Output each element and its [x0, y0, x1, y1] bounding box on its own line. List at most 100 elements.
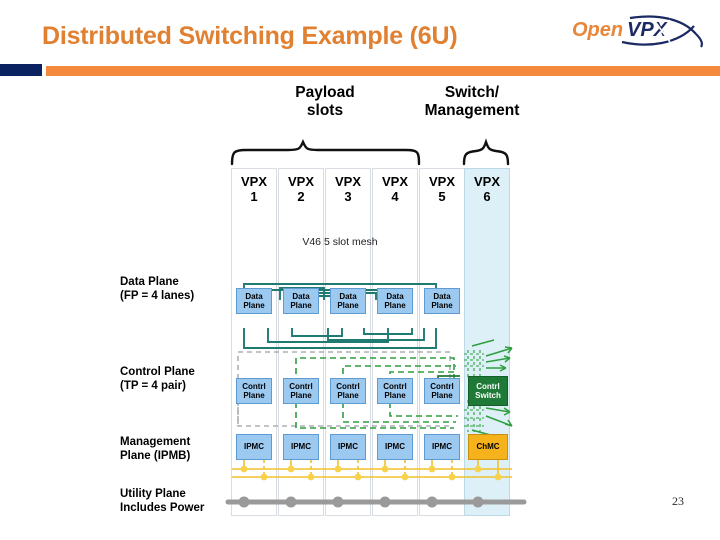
slot-label-vpx-3-line1: VPX	[334, 174, 361, 189]
mesh-link-1-5-low	[243, 328, 437, 349]
slot-label-vpx-3-line2: 3	[344, 189, 352, 204]
chmc-box-slot-6[interactable]: ChMC	[468, 434, 508, 460]
data-plane-box-slot-3[interactable]: Data Plane	[330, 288, 366, 314]
group-caption-switch-line2: Management	[424, 102, 520, 119]
ipmb-bus-links	[232, 460, 512, 481]
group-caption-payload: Payload slots	[262, 84, 388, 120]
brace-payload-icon	[230, 138, 421, 166]
data-plane-box-slot-5[interactable]: Data Plane	[424, 288, 460, 314]
control-switch-box-slot-6[interactable]: Contrl Switch	[468, 376, 508, 406]
mesh-link-4-5	[363, 328, 413, 335]
ctrl-link-slot2	[295, 357, 455, 394]
ctrl-link-slot4-lower	[389, 402, 458, 417]
data-plane-box-slot-3-line1: Data	[339, 291, 357, 301]
group-caption-payload-line2: slots	[306, 102, 344, 119]
data-plane-box-slot-5-line2: Plane	[431, 301, 453, 310]
control-plane-box-slot-2[interactable]: Contrl Plane	[283, 378, 319, 404]
data-plane-box-slot-4[interactable]: Data Plane	[377, 288, 413, 314]
row-label-data-plane-line1: Data Plane	[120, 276, 179, 288]
mesh-link-2-5	[267, 328, 389, 343]
data-plane-box-slot-5-line1: Data	[433, 291, 451, 301]
row-label-control-plane-line1: Control Plane	[120, 366, 195, 378]
slot-label-vpx-4-line1: VPX	[381, 174, 408, 189]
ipmc-box-slot-3[interactable]: IPMC	[330, 434, 366, 460]
ctrl-link-slot3	[342, 365, 456, 394]
slot-label-vpx-6: VPX 6	[464, 174, 510, 204]
control-plane-box-slot-4-line1: Contrl	[383, 381, 407, 391]
ipmc-box-slot-3-label: IPMC	[338, 442, 358, 452]
slot-label-vpx-4-line2: 4	[391, 189, 399, 204]
ipmc-box-slot-4-label: IPMC	[385, 442, 405, 452]
data-plane-box-slot-1-line2: Plane	[243, 301, 265, 310]
row-label-utility-plane-line1: Utility Plane	[120, 488, 186, 500]
control-plane-box-slot-4-line2: Plane	[384, 391, 406, 400]
slot-label-vpx-4: VPX 4	[372, 174, 418, 204]
openvpx-logo: Open VPX	[570, 12, 708, 52]
mesh-link-3-4	[291, 328, 343, 337]
row-label-data-plane: Data Plane (FP = 4 lanes)	[120, 276, 238, 303]
ipmc-box-slot-1-label: IPMC	[244, 442, 264, 452]
brace-switch-icon	[462, 138, 510, 166]
data-plane-box-slot-4-line2: Plane	[384, 301, 406, 310]
logo-x-highlight-icon	[653, 19, 671, 43]
row-label-management-plane-line1: Management	[120, 436, 191, 448]
slot-label-vpx-5-line2: 5	[438, 189, 446, 204]
utility-plane-bus	[225, 496, 527, 508]
slot-label-vpx-2-line1: VPX	[287, 174, 314, 189]
row-label-management-plane: Management Plane (IPMB)	[120, 436, 238, 463]
slot-label-vpx-2: VPX 2	[278, 174, 324, 204]
slot-label-vpx-1-line1: VPX	[240, 174, 267, 189]
control-switch-box-line1: Contrl	[476, 381, 500, 391]
data-plane-box-slot-1[interactable]: Data Plane	[236, 288, 272, 314]
page-title: Distributed Switching Example (6U)	[42, 22, 458, 50]
slot-label-vpx-1-line2: 1	[250, 189, 258, 204]
ipmc-box-slot-5-label: IPMC	[432, 442, 452, 452]
data-plane-box-slot-1-line1: Data	[245, 291, 263, 301]
group-braces	[230, 138, 510, 166]
data-plane-box-slot-2[interactable]: Data Plane	[283, 288, 319, 314]
data-plane-box-slot-2-line1: Data	[292, 291, 310, 301]
openvpx-logo-svg: Open VPX	[572, 15, 704, 48]
row-label-control-plane: Control Plane (TP = 4 pair)	[120, 366, 238, 393]
slot-label-vpx-5-line1: VPX	[428, 174, 455, 189]
switch-internal-hatch	[464, 350, 484, 432]
control-plane-box-slot-1-line1: Contrl	[242, 381, 266, 391]
control-plane-box-slot-3-line2: Plane	[337, 391, 359, 400]
divider-navy-block	[0, 64, 42, 76]
slot-label-vpx-2-line2: 2	[297, 189, 305, 204]
logo-swoosh-upper-icon	[629, 15, 697, 35]
row-label-data-plane-line2: (FP = 4 lanes)	[120, 289, 195, 302]
ipmc-box-slot-2-label: IPMC	[291, 442, 311, 452]
logo-text-open: Open	[572, 19, 623, 41]
data-plane-box-slot-3-line2: Plane	[337, 301, 359, 310]
slot-label-vpx-1: VPX 1	[231, 174, 277, 204]
control-plane-box-slot-4[interactable]: Contrl Plane	[377, 378, 413, 404]
ipmc-box-slot-2[interactable]: IPMC	[283, 434, 319, 460]
control-plane-box-slot-2-line2: Plane	[290, 391, 312, 400]
ipmc-box-slot-4[interactable]: IPMC	[377, 434, 413, 460]
divider-orange-bar	[46, 66, 720, 76]
group-caption-switch: Switch/ Management	[392, 84, 552, 120]
mesh-link-3-5	[327, 328, 425, 341]
slot-label-vpx-6-line2: 6	[483, 189, 491, 204]
control-plane-box-slot-2-line1: Contrl	[289, 381, 313, 391]
slot-label-vpx-3: VPX 3	[325, 174, 371, 204]
ctrl-link-slot3-lower	[342, 402, 456, 423]
ipmc-box-slot-1[interactable]: IPMC	[236, 434, 272, 460]
distributed-switching-diagram: Payload slots Switch/ Management VPX 1 V…	[120, 84, 540, 524]
control-plane-box-slot-1[interactable]: Contrl Plane	[236, 378, 272, 404]
mesh-caption: V46 5 slot mesh	[302, 236, 378, 248]
group-caption-switch-line1: Switch/	[444, 84, 500, 101]
ipmb-bus-nodes	[240, 465, 502, 481]
ctrl-link-slot1-lower-dashed	[237, 398, 450, 427]
row-label-control-plane-line2: (TP = 4 pair)	[120, 379, 186, 392]
row-label-utility-plane: Utility Plane Includes Power	[120, 488, 238, 515]
group-caption-payload-line1: Payload	[295, 84, 355, 101]
control-plane-box-slot-5[interactable]: Contrl Plane	[424, 378, 460, 404]
logo-swoosh-lower-icon	[621, 25, 695, 46]
slot-label-vpx-6-line1: VPX	[473, 174, 500, 189]
control-plane-box-slot-3[interactable]: Contrl Plane	[330, 378, 366, 404]
control-plane-box-slot-5-line1: Contrl	[430, 381, 454, 391]
ipmc-box-slot-5[interactable]: IPMC	[424, 434, 460, 460]
utility-bus-nodes	[238, 496, 484, 508]
